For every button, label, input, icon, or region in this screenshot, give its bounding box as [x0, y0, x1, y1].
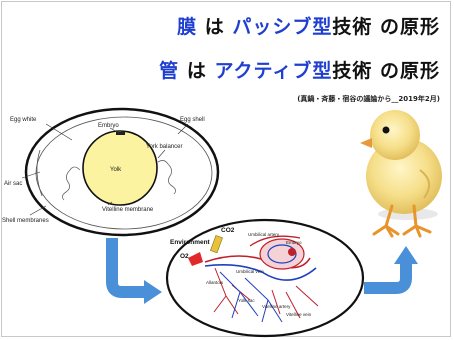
embryo [116, 132, 125, 135]
title-kanji-tube: 管 [159, 60, 180, 82]
co2-exhaust [210, 235, 223, 254]
title-kanji-membrane: 膜 [177, 16, 198, 38]
title-particle: は [186, 60, 207, 82]
label-york-balancer: York balancer [146, 144, 182, 150]
york-balancer-right [157, 160, 176, 195]
york-balancer-left [62, 166, 81, 201]
label-vitelline-vein: Vitelline vein [286, 312, 312, 317]
title-rest: 技術 の原形 [332, 16, 440, 38]
label-egg-white: Egg white [10, 117, 37, 123]
label-allantois: Allantois [206, 280, 224, 285]
label-co2: CO2 [221, 227, 235, 234]
title-particle: は [204, 16, 225, 38]
flow-arrow-down-right [106, 238, 162, 304]
title-line-membrane: 膜 は パッシブ型技術 の原形 [177, 12, 440, 39]
embryo-heart [288, 248, 296, 256]
label-shell-membranes: Shell membranes [2, 218, 49, 224]
label-umbilical-artery: Umbilical artery [248, 232, 280, 237]
title-line-tube: 管 は アクティブ型技術 の原形 [159, 56, 440, 83]
label-o2: O2 [180, 253, 189, 260]
chick-leg-left [372, 204, 400, 238]
title-rest: 技術 の原形 [332, 60, 440, 82]
label-vitelline-membrane: Vitelline membrane [102, 207, 154, 213]
label-yolk-sac: Yolk sac [238, 298, 255, 303]
yolk [82, 130, 158, 206]
label-vitelline-artery: Vitelline artery [262, 304, 291, 309]
flow-arrow-right-up [364, 246, 418, 294]
chick-eye [382, 126, 390, 134]
label-yolk: Yolk [110, 167, 122, 173]
label-egg-shell: Egg shell [180, 117, 205, 123]
title-active-type: アクティブ型 [214, 60, 333, 82]
label-environment: Environment [170, 239, 211, 246]
title-passive-type: パッシブ型 [232, 16, 333, 38]
label-air-sac: Air sac [4, 181, 22, 187]
o2-inlet [188, 252, 203, 266]
citation: (真鍋・斉藤・宿谷の議論から__2019年2月) [297, 95, 440, 103]
embryo-body [259, 238, 305, 270]
chick-beak [360, 138, 372, 148]
label-umbilical-vein: Umbilical vein [236, 269, 264, 274]
shell-membrane-outline [35, 116, 213, 230]
label-embryo-2: Embryo [286, 240, 302, 245]
slide-frame [1, 1, 451, 337]
label-embryo: Embryo [98, 123, 119, 129]
embryo-circulation-diagram: CO2 Environment O2 Umbilical artery Embr… [165, 218, 365, 338]
chick-leg-right [402, 204, 432, 238]
chick-illustration [360, 110, 442, 238]
chick-head [370, 110, 420, 160]
air-sac [36, 149, 43, 197]
egg-structure-diagram: Egg white Embryo Egg shell York balancer… [2, 107, 220, 237]
egg-shell-outline-2 [165, 218, 365, 338]
